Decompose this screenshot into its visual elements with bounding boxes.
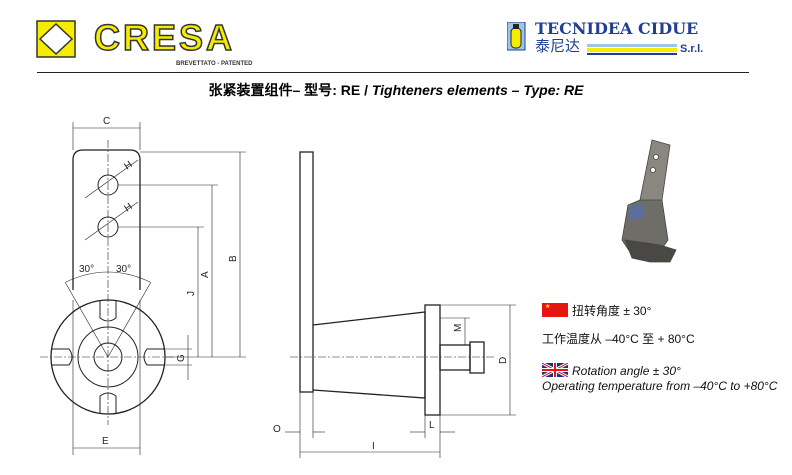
front-dimensions (72, 122, 246, 455)
title-model: : RE / (332, 82, 372, 98)
cresa-diamond-icon (36, 20, 76, 58)
uk-flag-icon (541, 361, 569, 379)
product-photo (621, 139, 677, 263)
tecnidea-chinese: 泰尼达 (535, 38, 581, 55)
cn-temperature-text: 工作温度从 –40°C 至 + 80°C (542, 332, 695, 346)
en-temperature-text: Operating temperature from –40°C to +80°… (542, 379, 778, 393)
china-flag-icon: ★ (542, 303, 568, 317)
patented-label: BREVETTATO - PATENTED (176, 61, 253, 67)
srl-label: S.r.l. (680, 43, 704, 55)
title-english: Tighteners elements – Type: RE (371, 82, 584, 98)
dim-L: L (429, 420, 435, 431)
dim-B: B (228, 255, 239, 262)
logo-stripe (587, 48, 677, 52)
angle-left: 30° (79, 264, 94, 275)
side-view (290, 151, 495, 416)
angle-right: 30° (116, 264, 131, 275)
cn-rotation-text: 扭转角度 ± 30° (572, 304, 652, 318)
dim-I: I (372, 441, 375, 452)
tecnidea-wordmark: TECNIDEA CIDUE (535, 19, 699, 38)
dim-M: M (453, 324, 464, 332)
dim-J: J (186, 291, 197, 296)
header-divider (37, 72, 749, 73)
cresa-logo: CRESA BREVETTATO - PATENTED (36, 19, 252, 67)
dim-G: G (176, 354, 187, 362)
logo-stripe (587, 53, 677, 55)
logo-stripe (587, 44, 677, 47)
front-view (40, 140, 175, 425)
cresa-wordmark: CRESA (93, 17, 236, 58)
title-chinese: 张紧装置组件– 型号 (208, 82, 333, 98)
side-dimensions (285, 304, 516, 458)
dim-O: O (273, 424, 281, 435)
dim-C: C (103, 116, 110, 127)
en-rotation-text: Rotation angle ± 30° (572, 364, 681, 378)
dim-H2: H (122, 201, 134, 214)
dim-H1: H (122, 159, 134, 172)
tecnidea-emblem-icon (507, 22, 526, 51)
spec-en: Rotation angle ± 30° Operating temperatu… (541, 361, 782, 394)
spec-cn-rotation: ★ 扭转角度 ± 30° (542, 302, 651, 319)
page-title: 张紧装置组件– 型号: RE / Tighteners elements – T… (0, 80, 792, 100)
dim-E: E (102, 436, 109, 447)
dim-A: A (200, 271, 211, 278)
dim-D: D (498, 357, 509, 364)
